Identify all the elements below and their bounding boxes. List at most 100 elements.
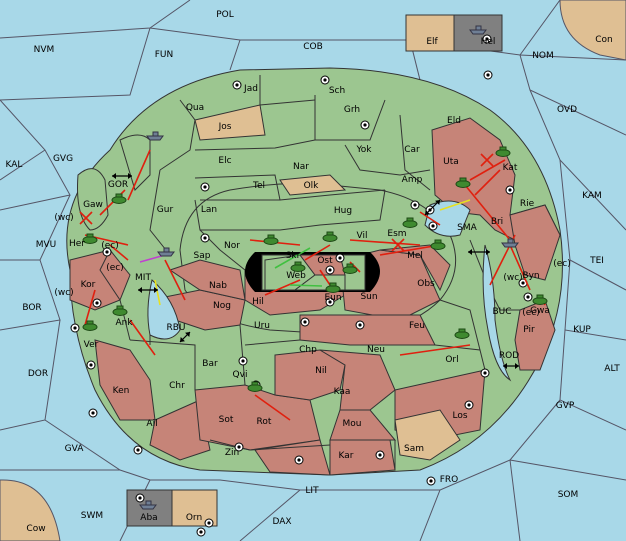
region-label-sch: Sch xyxy=(329,86,345,96)
region-label-alt: ALT xyxy=(604,364,620,374)
region-label-chp: Chp xyxy=(299,345,317,355)
army-unit-eun[interactable] xyxy=(325,282,341,293)
region-label-kam: KAM xyxy=(582,191,602,201)
rbu-water xyxy=(147,279,181,340)
army-unit-gor[interactable] xyxy=(111,193,127,204)
supply-center-core xyxy=(95,301,99,305)
region-label-kup: KUP xyxy=(573,325,591,335)
region-label-neu: Neu xyxy=(367,345,385,355)
move-order-arrow xyxy=(84,289,96,326)
army-icon xyxy=(82,236,98,244)
army-unit-esm[interactable] xyxy=(402,217,418,228)
army-icon xyxy=(430,242,446,250)
region-label-chr: Chr xyxy=(169,381,185,391)
gap-peninsula xyxy=(119,134,151,191)
arrowhead xyxy=(435,200,440,205)
region-label-bri: Bri xyxy=(491,217,503,227)
region-label-grh: Grh xyxy=(344,105,360,115)
army-icon xyxy=(247,384,263,392)
move-order-arrow xyxy=(419,211,441,226)
region-label-kar: Kar xyxy=(339,451,354,461)
fleet-unit-aba[interactable] xyxy=(139,500,157,510)
fleet-unit-gap[interactable] xyxy=(146,131,164,141)
region-label-olk: Olk xyxy=(304,181,320,191)
supply-center-core xyxy=(338,256,342,260)
fleet-unit-sap[interactable] xyxy=(157,247,175,257)
fleet-unit-hel[interactable] xyxy=(469,25,487,35)
move-order-arrow xyxy=(129,319,156,356)
tan-territories xyxy=(194,104,461,461)
supply-center-core xyxy=(378,453,382,457)
supply-center-core xyxy=(521,281,525,285)
army-unit-ank[interactable] xyxy=(82,320,98,331)
region-label-rbu: RBU xyxy=(166,323,185,333)
arrowhead xyxy=(128,173,132,179)
region-label-gaw: Gaw xyxy=(83,200,103,210)
army-turret xyxy=(434,239,442,244)
army-unit-kor[interactable] xyxy=(112,305,128,316)
region-label-buc: BUC xyxy=(492,307,511,317)
army-turret xyxy=(294,261,302,266)
move-order-arrow xyxy=(254,394,291,421)
army-unit-byn[interactable] xyxy=(532,294,548,305)
army-icon xyxy=(454,331,470,339)
army-turret xyxy=(86,233,94,238)
fleet-icon xyxy=(469,29,487,35)
army-unit-nor[interactable] xyxy=(263,234,279,245)
army-unit-qvi[interactable] xyxy=(247,381,263,392)
army-unit-her[interactable] xyxy=(82,233,98,244)
fleet-unit-bri[interactable] xyxy=(501,238,519,248)
region-label-los: Los xyxy=(452,411,467,421)
supply-center-core xyxy=(431,224,435,228)
coast-tag: (ec) xyxy=(106,263,124,273)
move-order-arrow xyxy=(464,184,511,241)
region-label-orn: Orn xyxy=(186,513,202,523)
region-label-mit: MIT xyxy=(135,273,151,283)
army-icon xyxy=(111,196,127,204)
region-label-gur: Gur xyxy=(157,205,174,215)
region-label-ail: Ail xyxy=(146,419,157,429)
army-turret xyxy=(329,282,337,287)
arrowhead xyxy=(180,337,185,342)
army-unit-uta[interactable] xyxy=(455,177,471,188)
supply-center-core xyxy=(207,521,211,525)
region-label-ost: Ost xyxy=(317,256,333,266)
supply-center-core xyxy=(486,73,490,77)
region-label-mou: Mou xyxy=(343,419,362,429)
hold-order-arrow xyxy=(274,247,311,269)
region-label-dor: DOR xyxy=(28,369,48,379)
army-unit-vil[interactable] xyxy=(322,231,338,242)
region-label-lan: Lan xyxy=(201,205,217,215)
move-order-arrow xyxy=(164,259,186,301)
region-label-feu: Feu xyxy=(409,321,425,331)
supply-center-core xyxy=(303,320,307,324)
inset-elf xyxy=(405,14,455,52)
region-label-yok: Yok xyxy=(355,145,372,155)
region-label-tei: TEI xyxy=(589,256,604,266)
coast-tag: (ec) xyxy=(101,241,119,251)
supply-center-core xyxy=(105,250,109,254)
army-turret xyxy=(86,320,94,325)
region-label-web: Web xyxy=(286,271,306,281)
hold-order-arrow xyxy=(289,284,323,287)
region-label-nog: Nog xyxy=(213,301,231,311)
army-unit-web[interactable] xyxy=(290,261,306,272)
move-order-arrow xyxy=(304,244,331,261)
army-icon xyxy=(322,234,338,242)
region-label-elf: Elf xyxy=(426,37,438,47)
region-label-nil: Nil xyxy=(315,366,327,376)
region-label-car: Car xyxy=(404,145,420,155)
supply-center-core xyxy=(526,295,530,299)
army-turret xyxy=(499,146,507,151)
army-unit-kat[interactable] xyxy=(495,146,511,157)
region-label-mvu: MVU xyxy=(36,240,57,250)
region-label-kal: KAL xyxy=(6,160,23,170)
army-unit-orl[interactable] xyxy=(454,328,470,339)
region-label-kaa: Kaa xyxy=(334,387,351,397)
army-unit-ost[interactable] xyxy=(342,263,358,274)
army-unit-mel[interactable] xyxy=(430,239,446,250)
region-label-cob: COB xyxy=(303,42,323,52)
region-label-ver: Ver xyxy=(84,340,99,350)
region-label-eun: Eun xyxy=(324,293,341,303)
